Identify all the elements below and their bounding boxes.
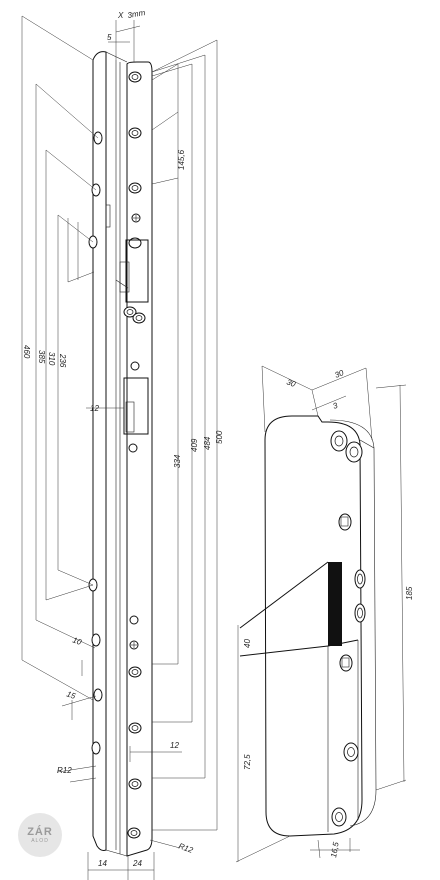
left-dimension-labels: X 3mm 5 460 385 310 236 145,6 334 409 48… — [22, 8, 224, 868]
dim-484: 484 — [203, 436, 212, 450]
dim-185: 185 — [405, 586, 414, 600]
dim-15: 15 — [65, 689, 77, 701]
dim-30-left: 30 — [285, 377, 297, 389]
left-dimension-lines — [21, 15, 124, 773]
label-3mm: 3mm — [127, 8, 146, 20]
dim-409: 409 — [190, 438, 199, 452]
short-plate-holes — [330, 430, 366, 827]
dim-334: 334 — [173, 454, 182, 468]
dim-16-5: 16,5 — [329, 841, 341, 858]
dim-10: 10 — [71, 635, 83, 647]
dim-500: 500 — [215, 430, 224, 444]
dim-385: 385 — [37, 350, 46, 364]
latch-openings — [115, 239, 149, 435]
radius-r12-left: R12 — [57, 766, 72, 775]
right-dimension-labels: 30 30 3 185 40 72,5 16,5 — [243, 368, 414, 858]
front-plate-holes — [123, 71, 146, 839]
dim-30-right: 30 — [333, 368, 345, 380]
right-dimension-lines — [235, 365, 407, 863]
dim-12: 12 — [90, 404, 99, 413]
flange-holes — [88, 131, 103, 755]
dim-3: 3 — [332, 401, 340, 411]
label-5: 5 — [107, 33, 112, 42]
dim-236: 236 — [58, 353, 67, 368]
dim-145-6: 145,6 — [177, 149, 186, 170]
dim-310: 310 — [47, 352, 56, 366]
left-right-dimension-lines — [69, 20, 218, 880]
dim-14: 14 — [98, 859, 107, 868]
label-x: X — [117, 11, 124, 20]
short-strike-plate — [239, 415, 377, 837]
dim-24: 24 — [132, 859, 142, 868]
dim-40: 40 — [243, 639, 252, 648]
dim-12-bottom: 12 — [170, 741, 179, 750]
watermark-sub-text: ALOD — [31, 837, 49, 844]
watermark-main-text: ZÁR — [27, 825, 53, 838]
dim-72-5: 72,5 — [243, 754, 252, 770]
watermark-logo: ZÁR ALOD — [18, 813, 62, 857]
long-strike-plate — [92, 51, 153, 857]
radius-r12-right: R12 — [177, 841, 194, 855]
dim-460: 460 — [22, 345, 31, 359]
latch-slot — [328, 562, 342, 646]
